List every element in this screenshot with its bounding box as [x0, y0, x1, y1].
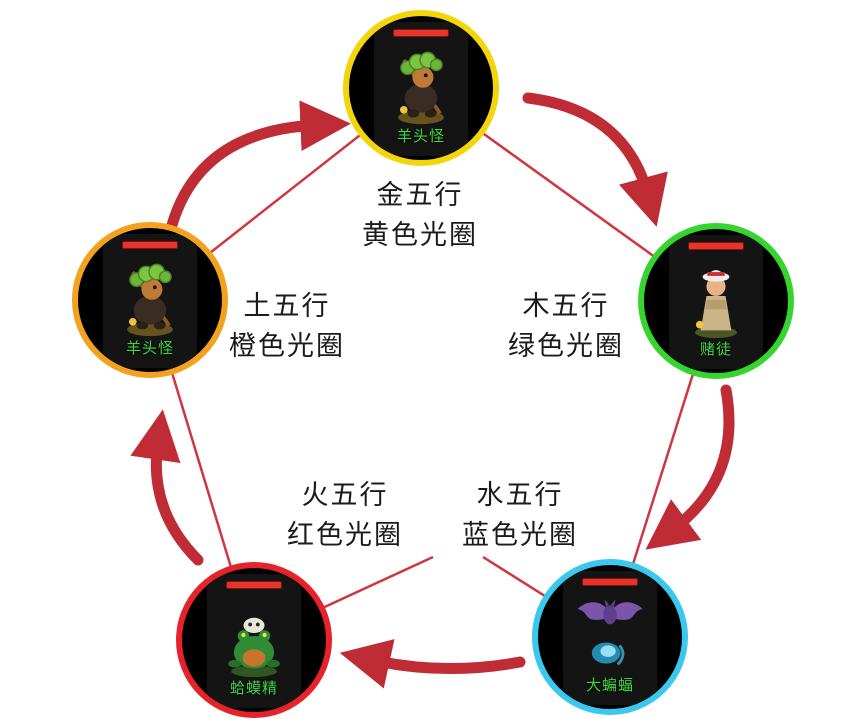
- cycle-arrow-fire-to-earth: [130, 409, 204, 566]
- cycle-arrow-wood-to-water: [645, 384, 735, 550]
- element-label-gold: 金五行 黄色光圈: [320, 176, 520, 256]
- monster-name: 赌徒: [699, 340, 732, 358]
- hp-bar: [122, 241, 178, 249]
- element-name: 木五行: [522, 291, 610, 322]
- goat-monster-sprite: [125, 262, 175, 339]
- toad-sprite: [228, 617, 280, 678]
- cycle-arrow-gold-to-wood: [522, 92, 668, 227]
- monster-name: 蛤蟆精: [229, 679, 278, 697]
- monster-card: 羊头怪: [374, 22, 468, 156]
- monster-card: 大蝙蝠: [563, 571, 657, 705]
- monster-name: 羊头怪: [125, 339, 174, 357]
- element-label-wood: 木五行 绿色光圈: [466, 287, 666, 367]
- element-node-wood: 赌徒: [638, 223, 794, 379]
- monster-card: 赌徒: [669, 235, 763, 369]
- element-name: 火五行: [301, 480, 389, 511]
- element-node-water: 大蝙蝠: [532, 559, 688, 715]
- element-node-fire: 蛤蟆精: [176, 562, 332, 718]
- hp-bar: [226, 581, 282, 589]
- aura-name: 蓝色光圈: [462, 520, 578, 551]
- cycle-arrow-water-to-fire: [339, 639, 526, 689]
- cycle-arrow-earth-to-gold: [166, 100, 351, 231]
- aura-name: 橙色光圈: [229, 331, 345, 362]
- goat-monster-sprite: [396, 50, 446, 127]
- aura-name: 绿色光圈: [508, 331, 624, 362]
- element-node-earth: 羊头怪: [72, 222, 228, 378]
- gambler-sprite: [694, 270, 738, 339]
- element-node-gold: 羊头怪: [343, 10, 499, 166]
- hp-bar: [393, 29, 449, 37]
- hp-bar: [688, 242, 744, 250]
- element-name: 土五行: [243, 291, 331, 322]
- aura-name: 红色光圈: [287, 520, 403, 551]
- element-label-fire: 火五行 红色光圈: [245, 476, 445, 556]
- monster-card: 蛤蟆精: [207, 574, 301, 708]
- element-label-water: 水五行 蓝色光圈: [420, 476, 620, 556]
- monster-name: 大蝙蝠: [585, 676, 634, 694]
- hp-bar: [582, 578, 638, 586]
- bat-sprite: [576, 598, 644, 666]
- monster-card: 羊头怪: [103, 234, 197, 368]
- aura-name: 黄色光圈: [362, 220, 478, 251]
- element-name: 水五行: [476, 480, 564, 511]
- element-label-earth: 土五行 橙色光圈: [187, 287, 387, 367]
- element-name: 金五行: [376, 180, 464, 211]
- monster-name: 羊头怪: [396, 127, 445, 145]
